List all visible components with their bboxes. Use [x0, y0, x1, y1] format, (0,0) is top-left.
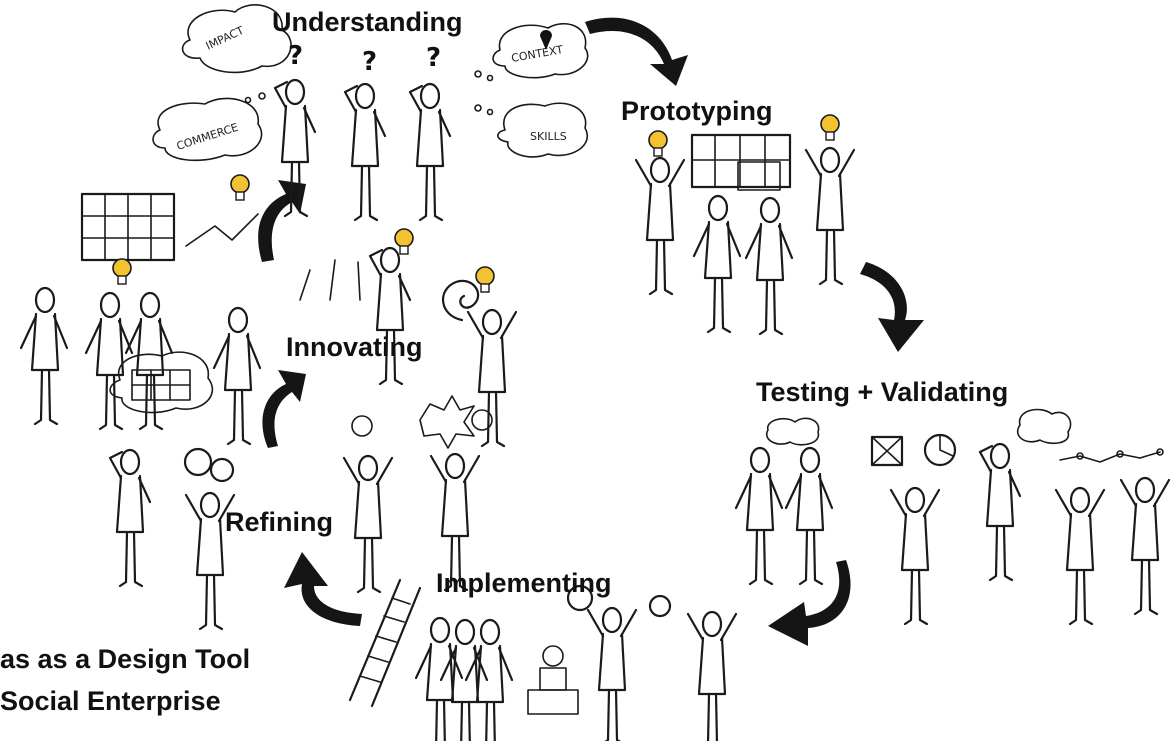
- understanding-sketch: IMPACT COMMERCE CONTEXT SKILLS ? ? ?: [152, 4, 589, 222]
- commerce-word: COMMERCE: [175, 121, 240, 153]
- arrow-innovating-to-understanding: [258, 180, 306, 262]
- refining-sketch: [108, 351, 236, 631]
- stage-label-understanding: Understanding: [272, 7, 463, 37]
- implementing-sketch: [348, 578, 738, 741]
- prototyping-sketch: [634, 114, 856, 336]
- impact-word: IMPACT: [204, 24, 246, 53]
- testing-sketch: [734, 408, 1171, 626]
- svg-text:?: ?: [426, 43, 441, 73]
- stage-label-refining: Refining: [225, 507, 333, 537]
- stage-label-testing: Testing + Validating: [756, 377, 1009, 407]
- arrow-refining-to-innovating: [262, 370, 306, 448]
- stage-label-prototyping: Prototyping: [621, 96, 773, 126]
- svg-text:?: ?: [362, 47, 377, 77]
- stage-label-implementing: Implementing: [436, 568, 612, 598]
- skills-word: SKILLS: [530, 130, 567, 143]
- arrow-implementing-to-refining: [284, 552, 362, 626]
- caption-line-2: Social Enterprise: [0, 686, 221, 716]
- arrow-testing-to-implementing: [768, 560, 851, 646]
- context-word: CONTEXT: [510, 43, 564, 65]
- arrow-understanding-to-prototyping: [585, 17, 688, 86]
- innovating-sketch: [19, 174, 518, 594]
- arrow-prototyping-to-testing: [860, 262, 924, 352]
- caption-line-1: as as a Design Tool: [0, 644, 251, 674]
- stage-label-innovating: Innovating: [286, 332, 423, 362]
- svg-text:?: ?: [288, 41, 303, 71]
